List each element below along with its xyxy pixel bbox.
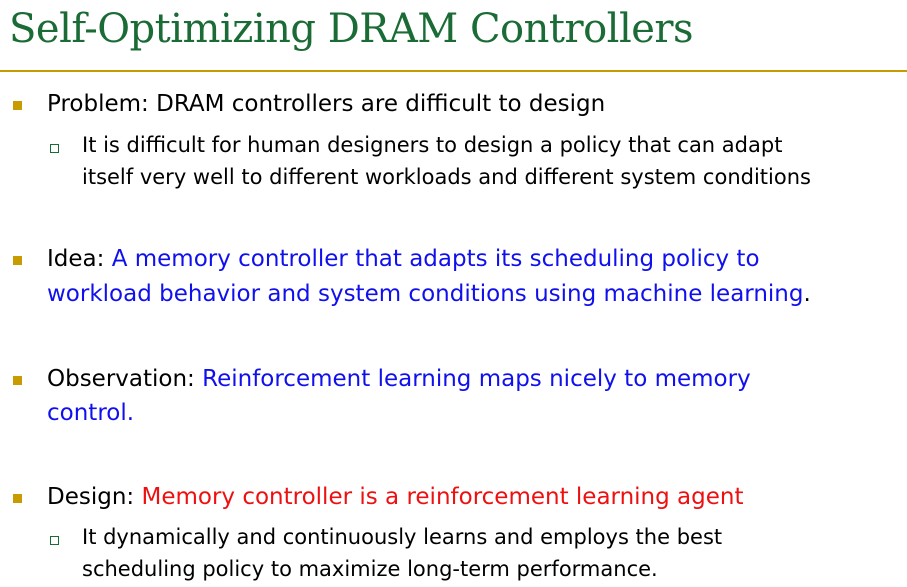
bullet-problem: Problem: DRAM controllers are difficult …: [47, 87, 605, 122]
sub-bullet-line: It dynamically and continuously learns a…: [82, 525, 723, 549]
square-bullet-icon: [13, 494, 22, 503]
period: .: [803, 281, 811, 307]
bullet-label: Design:: [47, 484, 135, 510]
sub-bullet-line: scheduling policy to maximize long-term …: [82, 557, 658, 581]
square-bullet-icon: [13, 376, 22, 385]
bullet-label: Idea:: [47, 246, 105, 272]
square-bullet-icon: [13, 256, 22, 265]
bullet-observation-cont: control.: [47, 400, 135, 426]
square-bullet-icon: [13, 101, 22, 110]
title-divider: [0, 70, 907, 72]
sub-bullet-line: It is difficult for human designers to d…: [82, 133, 783, 157]
bullet-idea: Idea: A memory controller that adapts it…: [47, 242, 760, 277]
slide-title: Self-Optimizing DRAM Controllers: [9, 6, 694, 52]
bullet-text: DRAM controllers are difficult to design: [148, 91, 606, 117]
hollow-square-bullet-icon: [50, 536, 59, 545]
bullet-design: Design: Memory controller is a reinforce…: [47, 480, 743, 515]
bullet-text: workload behavior and system conditions …: [47, 281, 804, 307]
bullet-idea-cont: workload behavior and system conditions …: [47, 277, 811, 312]
sub-bullet-line: itself very well to different workloads …: [82, 165, 811, 189]
bullet-label: Observation:: [47, 366, 195, 392]
bullet-observation: Observation: Reinforcement learning maps…: [47, 362, 751, 397]
bullet-text: Reinforcement learning maps nicely to me…: [202, 366, 751, 392]
bullet-text: A memory controller that adapts its sche…: [111, 246, 760, 272]
bullet-text: Memory controller is a reinforcement lea…: [141, 484, 744, 510]
hollow-square-bullet-icon: [50, 144, 59, 153]
bullet-label: Problem:: [47, 91, 149, 117]
